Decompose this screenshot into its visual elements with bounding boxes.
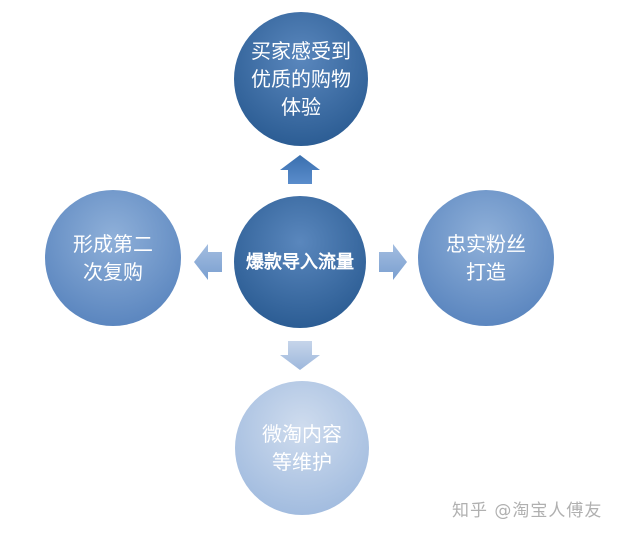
arrow-down-icon (280, 341, 320, 370)
node-right: 忠实粉丝打造 (418, 190, 554, 326)
node-center: 爆款导入流量 (234, 196, 366, 328)
node-left: 形成第二次复购 (45, 190, 181, 326)
bottom-circle (235, 381, 369, 515)
node-top: 买家感受到优质的购物体验 (234, 12, 368, 146)
node-left-label: 形成第二次复购 (73, 232, 153, 284)
node-center-label: 爆款导入流量 (246, 251, 354, 273)
arrow-up-icon (280, 155, 320, 184)
node-top-label: 买家感受到优质的购物体验 (251, 39, 351, 119)
center-circle (234, 196, 366, 328)
arrow-right-icon (379, 244, 407, 280)
node-bottom: 微淘内容等维护 (235, 381, 369, 515)
watermark: 知乎 @淘宝人傅友 (452, 501, 603, 521)
top-circle (234, 12, 368, 146)
node-bottom-label: 微淘内容等维护 (262, 422, 342, 474)
right-circle (418, 190, 554, 326)
arrow-left-icon (194, 244, 222, 280)
left-circle (45, 190, 181, 326)
node-right-label: 忠实粉丝打造 (446, 232, 526, 284)
